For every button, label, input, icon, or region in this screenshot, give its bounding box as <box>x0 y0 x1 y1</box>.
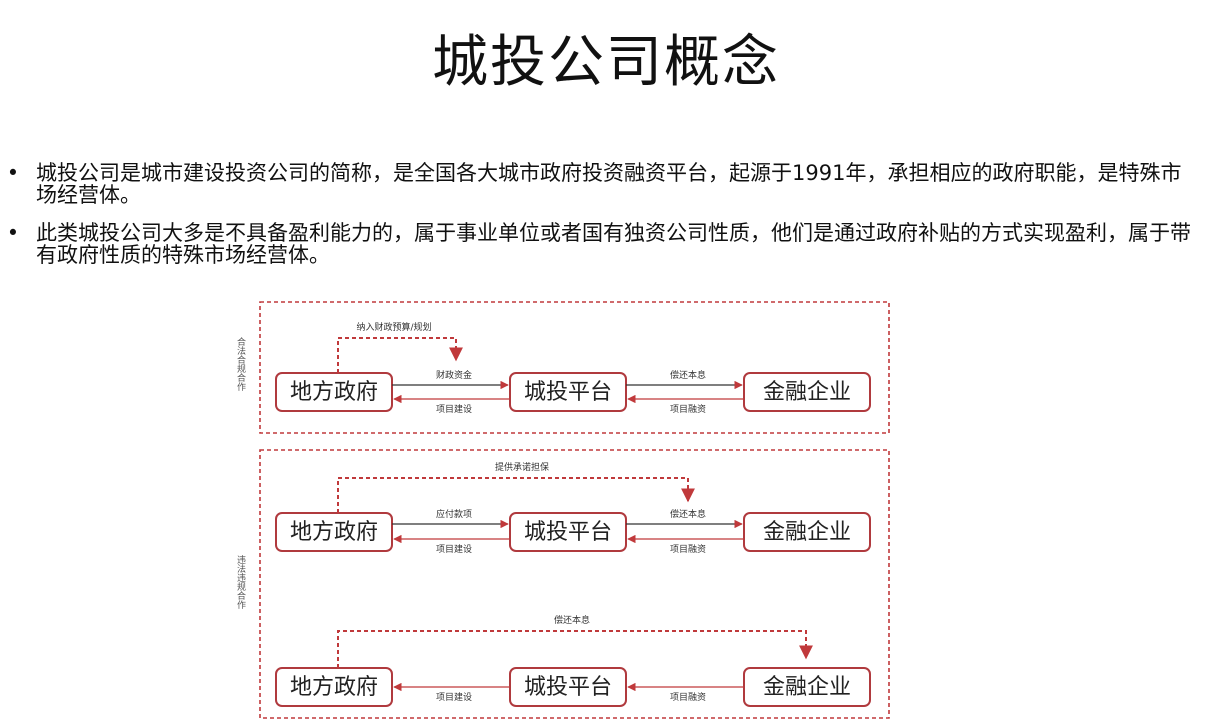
node-gov-label: 地方政府 <box>290 380 378 405</box>
dashed-arrow <box>337 630 813 668</box>
node-gov <box>275 372 393 412</box>
slide-title: 城投公司概念 <box>432 30 780 95</box>
node-finance-label: 金融企业 <box>763 380 851 405</box>
arrow-label: 项目融资 <box>670 544 706 555</box>
bullet-marker: • <box>6 221 20 245</box>
dashed-arrow <box>337 477 695 513</box>
node-platform <box>509 512 627 552</box>
node-platform <box>509 372 627 412</box>
arrow-label: 偿还本息 <box>670 508 706 520</box>
node-finance-label: 金融企业 <box>763 675 851 700</box>
node-platform-label: 城投平台 <box>524 520 612 545</box>
bottom-panel-frame <box>259 449 890 719</box>
bullet-item: • 城投公司是城市建设投资公司的简称，是全国各大城市政府投资融资平台，起源于19… <box>6 162 1196 206</box>
bottom-panel-side-label: 违法违规合作 <box>235 555 246 610</box>
arrow-label: 偿还本息 <box>554 614 590 626</box>
diagram-svg: 合法合规合作 违法违规合作 地方政府 城投平台 金融企业 纳入财政预算/规划 财… <box>235 301 890 719</box>
bullet-list: • 城投公司是城市建设投资公司的简称，是全国各大城市政府投资融资平台，起源于19… <box>6 162 1196 282</box>
arrow-label: 项目融资 <box>670 404 706 415</box>
top-panel-frame <box>259 301 890 434</box>
node-gov <box>275 667 393 707</box>
arrow-label: 应付款项 <box>436 508 472 520</box>
arrow-label: 偿还本息 <box>670 369 706 381</box>
node-gov-label: 地方政府 <box>290 520 378 545</box>
bullet-text: 城投公司是城市建设投资公司的简称，是全国各大城市政府投资融资平台，起源于1991… <box>36 161 1182 207</box>
cooperation-diagram: 合法合规合作 违法违规合作 地方政府 城投平台 金融企业 纳入财政预算/规划 财… <box>226 298 894 722</box>
arrow-label: 财政资金 <box>436 369 472 381</box>
node-finance-label: 金融企业 <box>763 520 851 545</box>
arrow-label: 提供承诺担保 <box>495 461 549 473</box>
bullet-marker: • <box>6 161 20 185</box>
node-platform-label: 城投平台 <box>524 675 612 700</box>
node-finance <box>743 512 871 552</box>
arrow-label: 项目建设 <box>436 543 472 555</box>
arrow-label: 项目建设 <box>436 691 472 703</box>
node-gov-label: 地方政府 <box>290 675 378 700</box>
arrow-label: 项目建设 <box>436 403 472 415</box>
arrow-label: 纳入财政预算/规划 <box>356 321 431 333</box>
node-finance <box>743 372 871 412</box>
bullet-text: 此类城投公司大多是不具备盈利能力的，属于事业单位或者国有独资公司性质，他们是通过… <box>36 221 1191 267</box>
bullet-item: • 此类城投公司大多是不具备盈利能力的，属于事业单位或者国有独资公司性质，他们是… <box>6 222 1196 266</box>
arrow-label: 项目融资 <box>670 692 706 703</box>
node-gov <box>275 512 393 552</box>
dashed-arrow <box>337 337 463 373</box>
top-panel-side-label: 合法合规合作 <box>235 336 246 392</box>
node-platform-label: 城投平台 <box>524 380 612 405</box>
